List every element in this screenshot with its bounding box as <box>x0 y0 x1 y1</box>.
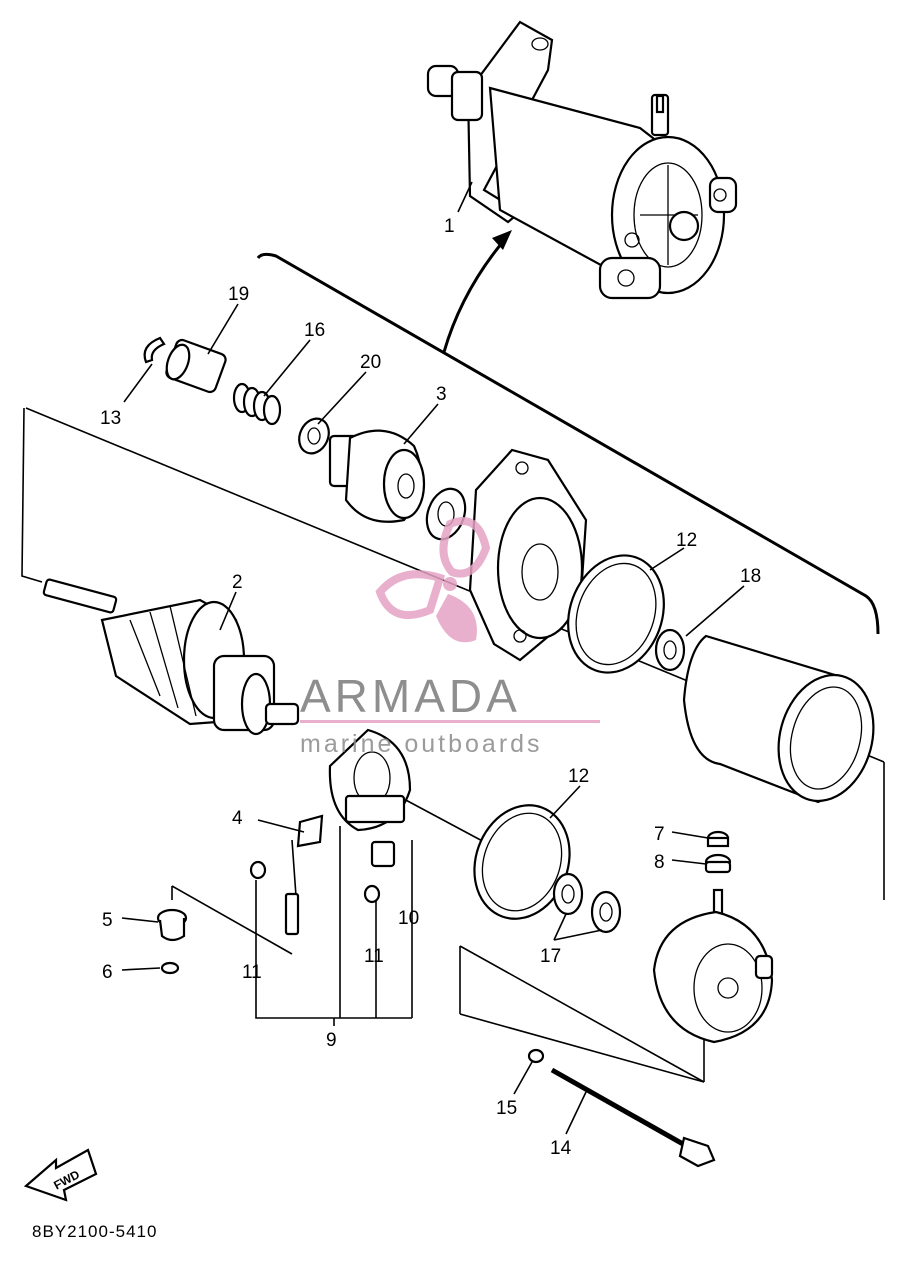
o-ring <box>567 554 665 674</box>
callout-3: 3 <box>436 384 447 405</box>
washer-17 <box>552 872 584 916</box>
callout-11-left: 11 <box>242 962 262 983</box>
armada-watermark: ARMADA marine outboards <box>300 517 600 758</box>
through-bolt <box>550 1067 716 1168</box>
circlip <box>143 336 166 364</box>
small-washer <box>160 961 180 975</box>
callout-10: 10 <box>398 908 419 929</box>
leader-lines <box>121 181 745 1135</box>
callout-12-lower: 12 <box>568 766 589 787</box>
callout-13: 13 <box>100 408 121 429</box>
grommet-8 <box>704 853 732 874</box>
exploded-view-bracket <box>256 230 880 635</box>
propeller-logo <box>375 517 491 643</box>
callout-1: 1 <box>444 216 455 237</box>
rear-cover <box>652 888 774 1044</box>
callout-16: 16 <box>304 320 325 341</box>
brush-holder <box>284 728 412 936</box>
bolt-washer <box>527 1048 545 1064</box>
callout-7: 7 <box>654 824 665 845</box>
callout-2: 2 <box>232 572 243 593</box>
callout-15: 15 <box>496 1098 517 1119</box>
callout-9: 9 <box>326 1030 337 1051</box>
lock-washer <box>249 860 267 880</box>
collar <box>165 338 227 394</box>
armature <box>42 578 300 736</box>
washer <box>298 417 330 455</box>
callout-19: 19 <box>228 284 249 305</box>
watermark-brand: ARMADA <box>300 670 521 722</box>
nut <box>706 830 730 848</box>
callout-labels: 1 19 16 20 3 13 12 18 2 12 4 7 8 5 10 6 … <box>100 216 761 1159</box>
callout-11-right: 11 <box>364 946 384 967</box>
callout-20: 20 <box>360 352 381 373</box>
callout-18: 18 <box>740 566 761 587</box>
grommet <box>156 908 188 942</box>
watermark-rule <box>300 720 600 723</box>
callout-14: 14 <box>550 1138 572 1159</box>
callout-5: 5 <box>102 910 113 931</box>
spring <box>232 382 282 426</box>
callout-8: 8 <box>654 852 665 873</box>
drawing-code: 8BY2100-5410 <box>32 1222 158 1241</box>
starter-motor-assembly <box>426 20 738 300</box>
washer-18 <box>654 628 686 672</box>
callout-12-upper: 12 <box>676 530 697 551</box>
yoke <box>682 634 875 804</box>
washer-17b <box>590 890 622 934</box>
lock-washer <box>363 884 381 904</box>
fwd-arrow: FWD <box>23 1148 98 1202</box>
watermark-tagline: marine outboards <box>300 730 543 758</box>
callout-17: 17 <box>540 946 561 967</box>
pinion-clutch <box>328 429 426 523</box>
callout-6: 6 <box>102 962 113 983</box>
callout-4: 4 <box>232 808 243 829</box>
